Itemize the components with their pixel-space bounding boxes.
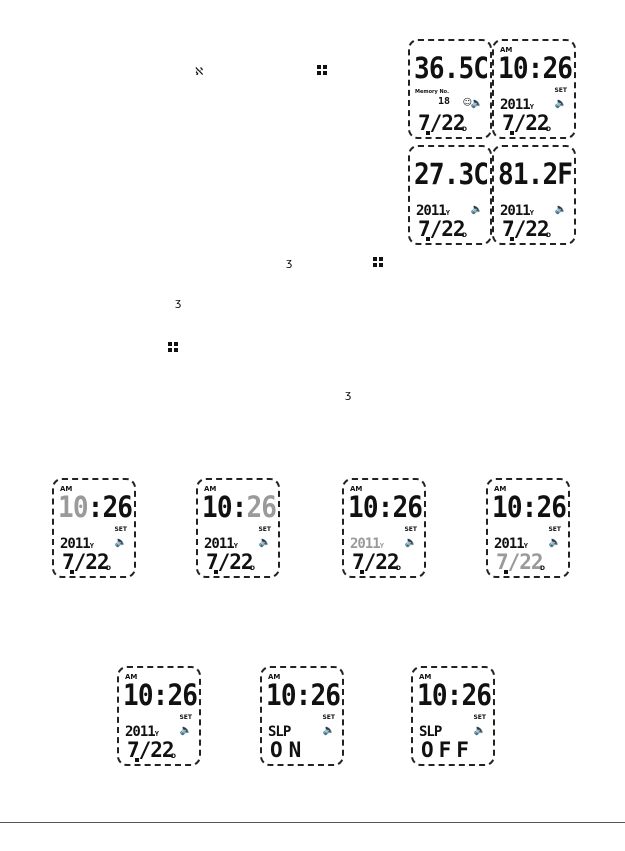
lcd-time: 10:26 [492, 490, 567, 524]
am-indicator: AM [204, 485, 217, 493]
sleep-label: SLP [419, 724, 442, 740]
date-unit: D [540, 565, 545, 572]
lcd-set-minute: AM 10:26 SET 2011Y 🔈 7/22 D [196, 478, 280, 578]
forehead-icon: ʒ [345, 388, 352, 401]
lcd-date: 7/22 [62, 550, 110, 574]
speaker-icon: 🔈 [179, 725, 192, 736]
mode-grid-icon [317, 65, 327, 75]
lcd-year: 2011Y [60, 536, 94, 552]
set-indicator: SET [404, 526, 417, 533]
am-indicator: AM [125, 673, 138, 681]
lcd-object-c: 27.3C 2011Y 🔈 7/22 D [408, 145, 492, 245]
lcd-date: 7/22 [418, 217, 466, 241]
date-unit: D [396, 565, 401, 572]
set-indicator: SET [114, 526, 127, 533]
indicator-dot [510, 131, 514, 135]
speaker-icon: 🔈 [470, 98, 483, 109]
set-indicator: SET [554, 87, 567, 94]
page-bottom-rule [0, 822, 625, 823]
lcd-date: 7/22 [352, 550, 400, 574]
lcd-date: 7/22 [127, 738, 175, 762]
indicator-dot [510, 237, 514, 241]
set-indicator: SET [179, 714, 192, 721]
lcd-sleep-off: AM 10:26 SET SLP 🔈 OFF [411, 666, 495, 766]
lcd-ear-reading: 36.5C Memory No. 18 ☺ 🔈 7/22 D [408, 39, 492, 139]
indicator-dot [504, 570, 508, 574]
speaker-icon: 🔈 [548, 537, 561, 548]
forehead-icon: ʒ [286, 256, 293, 269]
am-indicator: AM [350, 485, 363, 493]
speaker-icon: 🔈 [473, 725, 486, 736]
set-indicator: SET [473, 714, 486, 721]
speaker-icon: 🔈 [404, 537, 417, 548]
mode-grid-icon [168, 342, 178, 352]
indicator-dot [360, 570, 364, 574]
am-indicator: AM [500, 46, 513, 54]
forehead-icon: ʒ [175, 296, 182, 309]
lcd-time: 10:26 [498, 51, 573, 85]
lcd-year: 2011Y [416, 203, 450, 219]
speaker-icon: 🔈 [258, 537, 271, 548]
lcd-sleep-on: AM 10:26 SET SLP 🔈 ON [260, 666, 344, 766]
lcd-time: 10:26 [417, 678, 492, 712]
am-indicator: AM [60, 485, 73, 493]
lcd-set-day: AM 10:26 SET 2011Y 🔈 7/22 D [117, 666, 201, 766]
lcd-time: 10:26 [123, 678, 198, 712]
lcd-time: 10:26 [348, 490, 423, 524]
date-unit: D [171, 753, 176, 760]
lcd-year: 2011Y [500, 97, 534, 113]
lcd-date: 7/22 [502, 217, 550, 241]
lcd-year: 2011Y [500, 203, 534, 219]
am-indicator: AM [268, 673, 281, 681]
set-indicator: SET [548, 526, 561, 533]
indicator-dot [70, 570, 74, 574]
lcd-year: 2011Y [350, 536, 384, 552]
indicator-dot [214, 570, 218, 574]
sleep-value: ON [270, 738, 308, 762]
lcd-main-reading: 81.2F [498, 157, 573, 191]
am-indicator: AM [494, 485, 507, 493]
lcd-set-month: AM 10:26 SET 2011Y 🔈 7/22 D [486, 478, 570, 578]
lcd-year: 2011Y [125, 724, 159, 740]
speaker-icon: 🔈 [322, 725, 335, 736]
lcd-time: 10:26 [58, 490, 133, 524]
ear-icon: ℵ [195, 65, 204, 78]
date-unit: D [250, 565, 255, 572]
sleep-value: OFF [421, 738, 474, 762]
lcd-date: 7/22 [496, 550, 544, 574]
indicator-dot [426, 131, 430, 135]
lcd-main-reading: 27.3C [414, 157, 489, 191]
date-unit: D [462, 126, 467, 133]
memory-label: Memory No. [415, 89, 449, 95]
speaker-icon: 🔈 [554, 204, 567, 215]
indicator-dot [426, 237, 430, 241]
lcd-year: 2011Y [204, 536, 238, 552]
lcd-set-hour: AM 10:26 SET 2011Y 🔈 7/22 D [52, 478, 136, 578]
lcd-clock-top: AM 10:26 SET 2011Y 🔈 7/22 D [492, 39, 576, 139]
date-unit: D [106, 565, 111, 572]
sleep-label: SLP [268, 724, 291, 740]
lcd-set-year: AM 10:26 SET 2011Y 🔈 7/22 D [342, 478, 426, 578]
lcd-time: 10:26 [202, 490, 277, 524]
am-indicator: AM [419, 673, 432, 681]
date-unit: D [462, 232, 467, 239]
lcd-object-f: 81.2F 2011Y 🔈 7/22 D [492, 145, 576, 245]
set-indicator: SET [322, 714, 335, 721]
lcd-date: 7/22 [206, 550, 254, 574]
speaker-icon: 🔈 [470, 204, 483, 215]
mode-grid-icon [373, 257, 383, 267]
smile-icon: ☺ [462, 98, 472, 108]
date-unit: D [546, 232, 551, 239]
indicator-dot [135, 758, 139, 762]
lcd-time: 10:26 [266, 678, 341, 712]
speaker-icon: 🔈 [554, 98, 567, 109]
speaker-icon: 🔈 [114, 537, 127, 548]
lcd-date: 7/22 [502, 111, 550, 135]
set-indicator: SET [258, 526, 271, 533]
memory-number: 18 [438, 96, 451, 107]
date-unit: D [546, 126, 551, 133]
lcd-year: 2011Y [494, 536, 528, 552]
lcd-main-reading: 36.5C [414, 51, 489, 85]
lcd-date: 7/22 [418, 111, 466, 135]
